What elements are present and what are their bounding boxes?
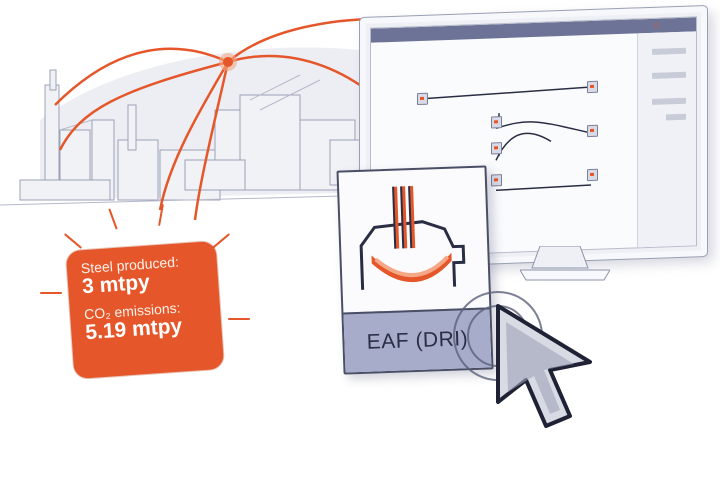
panel-line (652, 97, 686, 105)
panel-line (652, 47, 686, 55)
flow-node[interactable] (587, 124, 598, 138)
eaf-process-card[interactable]: EAF (DRI) (336, 165, 494, 375)
mouse-cursor-icon (453, 291, 592, 428)
close-icon[interactable]: ○ (653, 19, 660, 32)
panel-line (666, 113, 686, 121)
software-screen: ○ (370, 16, 697, 258)
flow-node[interactable] (491, 116, 502, 129)
panel-line (652, 71, 686, 79)
electric-arc-furnace-icon (359, 186, 466, 290)
flow-node[interactable] (417, 92, 428, 106)
highlight-ray (40, 292, 62, 294)
flow-node[interactable] (587, 80, 598, 94)
flow-node[interactable] (491, 174, 502, 187)
flow-node[interactable] (491, 142, 502, 155)
flow-node[interactable] (587, 168, 598, 182)
production-stats-badge: Steel produced: 3 mtpy CO₂ emissions: 5.… (65, 240, 225, 380)
highlight-ray (228, 318, 250, 320)
properties-panel (637, 31, 696, 248)
monitor-stand (520, 246, 610, 281)
process-flow-diagram (420, 86, 592, 192)
monitor: ○ (360, 5, 707, 269)
